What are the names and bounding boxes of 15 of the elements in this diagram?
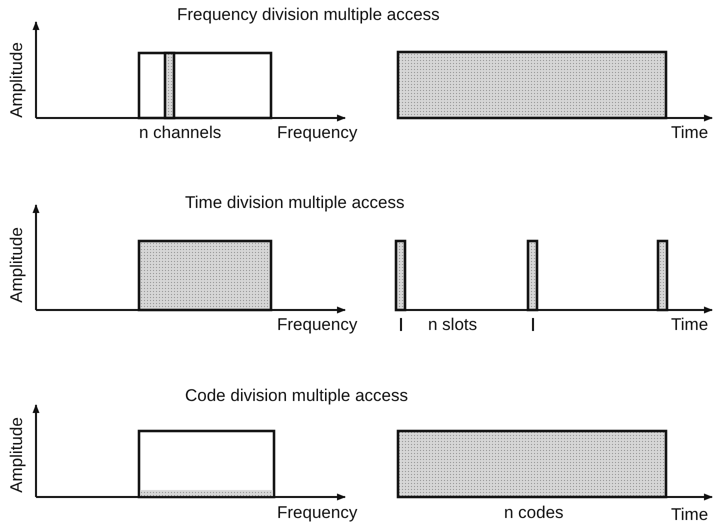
axis-label: Time	[671, 315, 708, 335]
axis-label: Frequency	[277, 315, 358, 335]
axis-label: Amplitude	[7, 42, 27, 118]
axis-label: Frequency	[277, 123, 358, 143]
axis-label: Amplitude	[7, 417, 27, 493]
panel-title: Time division multiple access	[185, 193, 404, 213]
axis-label: Frequency	[277, 503, 358, 523]
annotation: n codes	[504, 503, 564, 523]
axis-label: Time	[671, 123, 708, 143]
axis-label: Time	[671, 505, 708, 525]
annotation: n slots	[428, 315, 478, 335]
panel-title: Frequency division multiple access	[177, 5, 440, 25]
panel-title: Code division multiple access	[185, 386, 408, 406]
annotation: n channels	[139, 123, 222, 143]
axis-label: Amplitude	[7, 227, 27, 303]
